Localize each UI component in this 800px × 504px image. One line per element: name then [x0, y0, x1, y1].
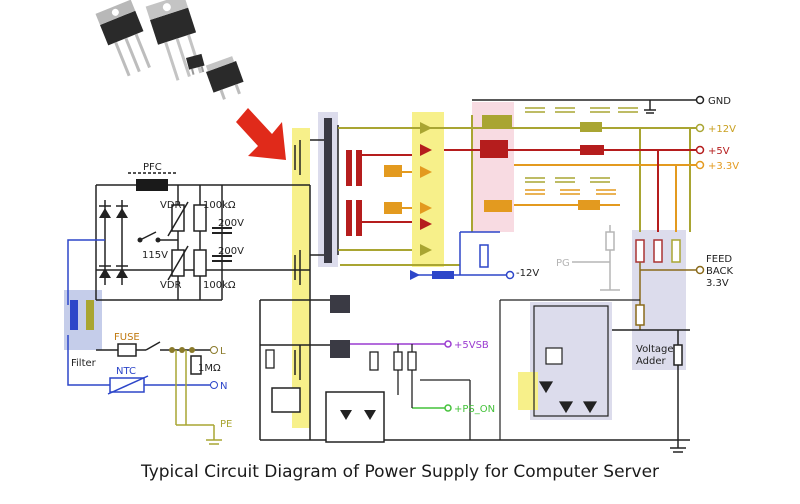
diagram-caption: Typical Circuit Diagram of Power Supply …: [140, 462, 660, 482]
controller-ic: [271, 387, 301, 413]
orange-chokes: [384, 165, 600, 214]
filter-coil: [70, 300, 78, 330]
pfc-label: PFC: [143, 162, 162, 173]
plus12v-label: +12V: [708, 124, 736, 135]
l-label: L: [220, 346, 226, 357]
fuse-line: [96, 341, 214, 357]
bulk-capacitor-icon: [212, 227, 232, 262]
vdr-label-top: VDR: [160, 200, 182, 211]
bridge-diode-icon: [99, 205, 128, 278]
feedback-label-2: BACK: [706, 266, 734, 277]
rectifier-highlight: [412, 112, 444, 267]
terminal-dots: [169, 346, 218, 389]
rail-minus12v: [410, 231, 510, 276]
pe-label: PE: [220, 419, 232, 430]
vdr-resistor-group: [167, 201, 207, 281]
pe-line: [175, 350, 222, 445]
feedback-label-1: FEED: [706, 254, 732, 265]
gnd-label: GND: [708, 96, 731, 107]
controller-highlight: [530, 302, 612, 420]
secondary-chokes: [346, 140, 604, 236]
feedback-label-3: 3.3V: [706, 278, 729, 289]
voltage-adder-label-1: Voltage: [636, 344, 674, 355]
vdr-label-bottom: VDR: [160, 280, 182, 291]
resistor-label-top: 100kΩ: [203, 200, 236, 211]
rail-12v: [338, 115, 700, 266]
primary-switch-icon: [294, 140, 301, 380]
aux-transformer: [330, 295, 350, 313]
optocoupler: [325, 391, 385, 443]
v115-label: 115V: [142, 250, 168, 261]
opto-highlight: [518, 372, 538, 410]
cap-label-bottom: 200V: [218, 246, 244, 257]
pson-label: +PS_ON: [454, 404, 495, 415]
ntc-label: NTC: [116, 366, 136, 377]
fuse-label: FUSE: [114, 332, 140, 343]
plus5vsb-label: +5VSB: [454, 340, 489, 351]
pfc-inductor: [136, 179, 168, 191]
r1m-label: 1MΩ: [198, 363, 221, 374]
cap-label-top: 200V: [218, 218, 244, 229]
filter-label: Filter: [71, 358, 97, 369]
rectifier-diode-icon: [420, 122, 432, 256]
primary-switch-highlight: [292, 128, 310, 428]
voltage-adder-resistors: [635, 239, 681, 263]
feedback-controller: [499, 299, 640, 440]
ac-input-lines: [67, 239, 110, 386]
main-transformer: [324, 118, 332, 263]
pg-label: PG: [556, 258, 570, 269]
transistor-photo: [95, 0, 244, 100]
red-arrow-icon: [236, 108, 286, 160]
minus12v-label: -12V: [516, 268, 539, 279]
olive-chokes: [482, 115, 602, 132]
output-capacitors: [525, 107, 638, 183]
rail-gnd: [472, 99, 700, 114]
plus5v-label: +5V: [708, 146, 730, 157]
rail-5v: [360, 149, 700, 232]
n-label: N: [220, 381, 227, 392]
resistor-label-bottom: 100kΩ: [203, 280, 236, 291]
voltage-adder-label-2: Adder: [636, 356, 667, 367]
plus3v3-label: +3.3V: [708, 161, 739, 172]
output-terminals: [505, 95, 705, 280]
